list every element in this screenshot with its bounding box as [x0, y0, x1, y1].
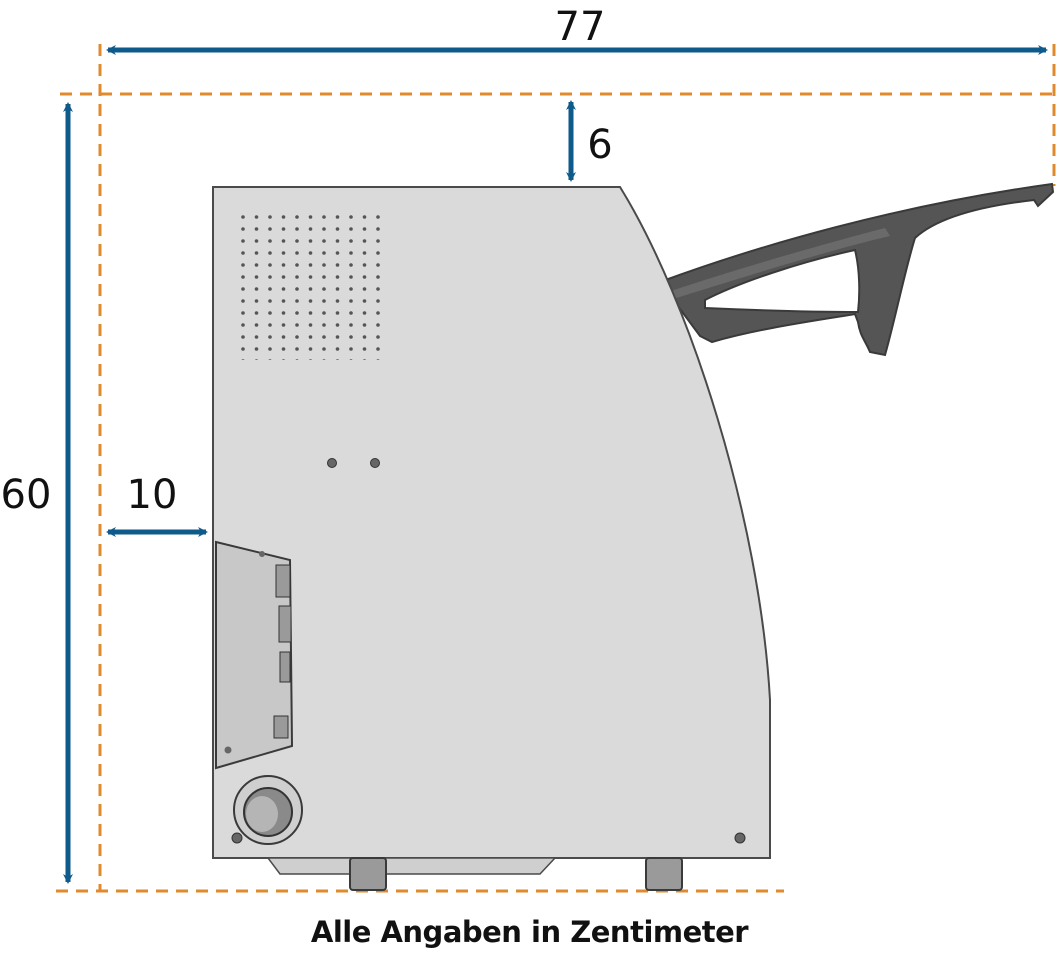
height-label: 60: [1, 472, 52, 518]
front-foot: [349, 857, 387, 891]
rear-foot: [645, 857, 683, 891]
screw-icon: [370, 458, 380, 468]
screw-icon: [734, 832, 746, 844]
lid-handle: [658, 182, 1055, 357]
vent-grid: [240, 214, 388, 360]
screw-icon: [231, 832, 243, 844]
side-clearance-label: 10: [127, 472, 178, 518]
connector-panel: [215, 540, 294, 770]
width-label: 77: [555, 4, 606, 50]
device-body: [212, 186, 771, 891]
units-caption: Alle Angaben in Zentimeter: [310, 915, 749, 949]
round-port: [233, 775, 303, 845]
top-clearance-label: 6: [587, 122, 612, 168]
dimension-arrows: [63, 45, 1048, 884]
screw-icon: [327, 458, 337, 468]
